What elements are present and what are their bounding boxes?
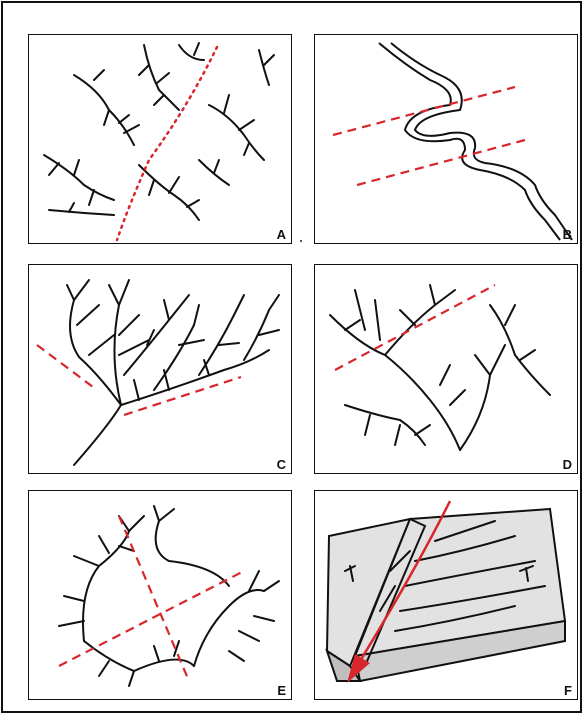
- stray-dot: [300, 240, 302, 242]
- panel-c-label: C: [277, 458, 286, 471]
- panel-e-drawing: [29, 491, 292, 700]
- panel-a-drawing: [29, 35, 292, 244]
- panel-b-drawing: [315, 35, 578, 244]
- panel-e-label: E: [277, 684, 286, 697]
- panel-f-label: F: [564, 684, 572, 697]
- panel-f: F: [314, 490, 578, 700]
- panel-a-label: A: [277, 228, 286, 241]
- panel-c-drawing: [29, 265, 292, 474]
- panel-a: A: [28, 34, 292, 244]
- panel-b: B: [314, 34, 578, 244]
- panel-f-drawing: [315, 491, 578, 700]
- panel-c: C: [28, 264, 292, 474]
- panel-d: D: [314, 264, 578, 474]
- panel-d-drawing: [315, 265, 578, 474]
- panel-e: E: [28, 490, 292, 700]
- panel-d-label: D: [563, 458, 572, 471]
- panel-b-label: B: [563, 228, 572, 241]
